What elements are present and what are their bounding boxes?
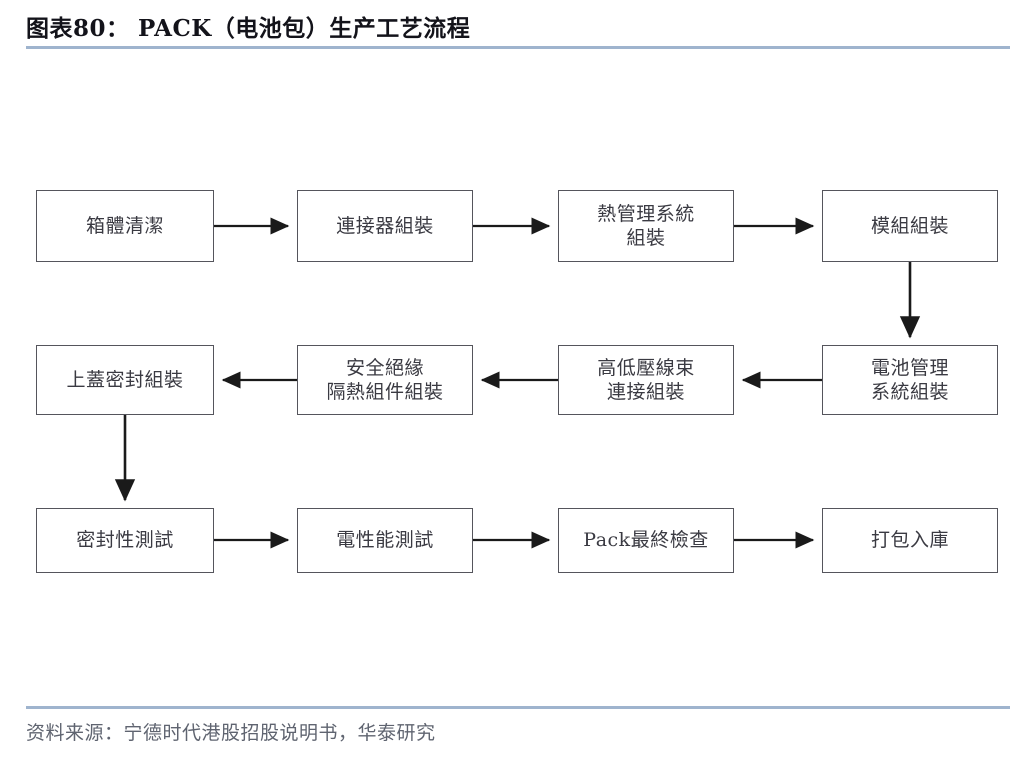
source-note: 资料来源：宁德时代港股招股说明书，华泰研究: [26, 722, 436, 744]
flow-node-module-assembly[interactable]: 模組組裝: [822, 190, 998, 262]
chart-header: 图表80： PACK（电池包）生产工艺流程: [0, 0, 1036, 52]
footer-divider: [26, 706, 1010, 709]
flow-node-harness-connection-assembly[interactable]: 高低壓線束 連接組裝: [558, 345, 734, 415]
flow-node-connector-assembly[interactable]: 連接器組裝: [297, 190, 473, 262]
flow-node-box-clean[interactable]: 箱體清潔: [36, 190, 214, 262]
flow-node-pack-final-inspection[interactable]: Pack最終檢查: [558, 508, 734, 573]
flow-node-battery-management-system-assembly[interactable]: 電池管理 系統組裝: [822, 345, 998, 415]
flow-node-thermal-management-assembly[interactable]: 熱管理系統 組裝: [558, 190, 734, 262]
flow-node-packaging-warehousing[interactable]: 打包入庫: [822, 508, 998, 573]
flow-node-safety-insulation-assembly[interactable]: 安全絕緣 隔熱組件組裝: [297, 345, 473, 415]
flow-node-cover-seal-assembly[interactable]: 上蓋密封組裝: [36, 345, 214, 415]
flow-node-sealing-test[interactable]: 密封性測試: [36, 508, 214, 573]
page-title: 图表80： PACK（电池包）生产工艺流程: [26, 15, 471, 42]
header-divider: [26, 46, 1010, 49]
flow-node-electrical-performance-test[interactable]: 電性能測試: [297, 508, 473, 573]
